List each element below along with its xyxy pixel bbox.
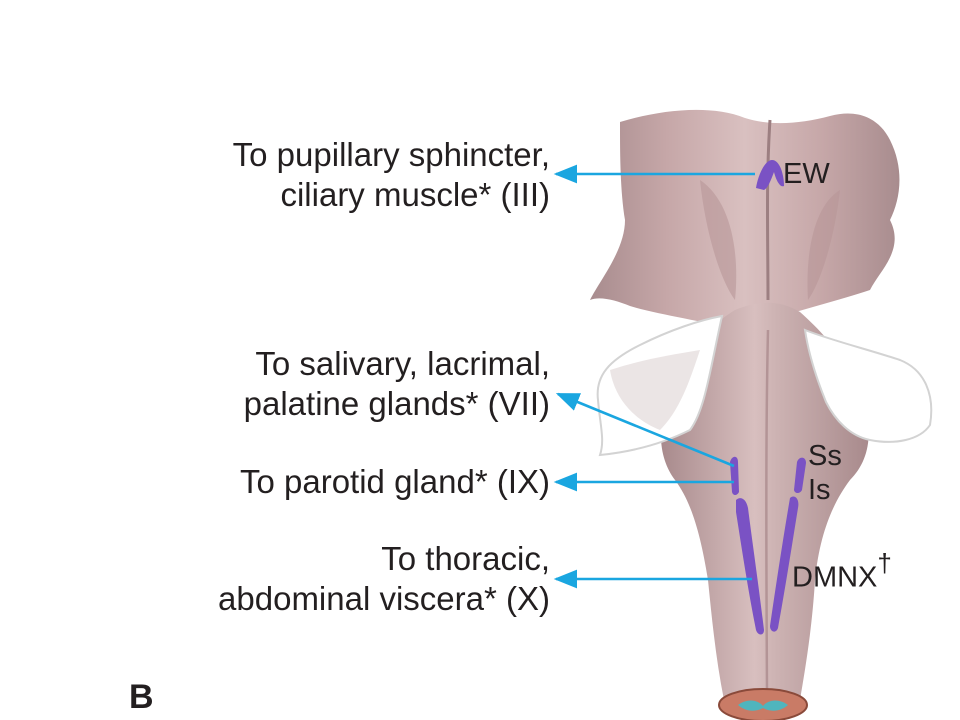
tectal-shadow-right [807,190,840,300]
peduncle-cut-right [803,328,933,443]
pons-medulla [660,302,869,700]
central-gray [738,700,788,711]
nucleus-label-dmnx-text: DMNX [792,561,878,594]
label-pupillary: To pupillary sphincter, ciliary muscle* … [233,135,550,215]
arrow-salivary [555,392,735,468]
dagger-mark: † [877,548,892,578]
label-salivary-line1: To salivary, lacrimal, [255,345,550,382]
tectal-shadow [700,180,737,300]
midbrain [590,109,900,330]
peduncle-shadow-left [610,350,700,430]
cut-surface [718,688,808,720]
label-parotid-line1: To parotid gland* (IX) [239,463,550,500]
nucleus-label-dmnx: DMNX† [792,548,892,594]
label-pupillary-line2: ciliary muscle* (III) [280,176,550,213]
ss-nucleus-right [794,457,806,493]
dmnx-nucleus-left [736,498,764,635]
label-thoracic-line1: To thoracic, [381,540,550,577]
panel-label: B [129,678,154,716]
ew-nucleus [756,160,784,190]
label-parotid: To parotid gland* (IX) [240,462,550,502]
medulla-midline [765,329,770,691]
label-pupillary-line1: To pupillary sphincter, [232,136,550,173]
label-salivary: To salivary, lacrimal, palatine glands* … [244,344,550,424]
nucleus-label-ss: Ss [808,440,842,472]
nucleus-label-ew: EW [783,158,830,190]
dmnx-nucleus-right [770,496,799,632]
nucleus-label-is: Is [808,474,831,506]
label-salivary-line2: palatine glands* (VII) [243,385,550,422]
tectal-groove [766,119,772,301]
label-thoracic: To thoracic, abdominal viscera* (X) [218,539,550,619]
label-thoracic-line2: abdominal viscera* (X) [218,580,550,617]
